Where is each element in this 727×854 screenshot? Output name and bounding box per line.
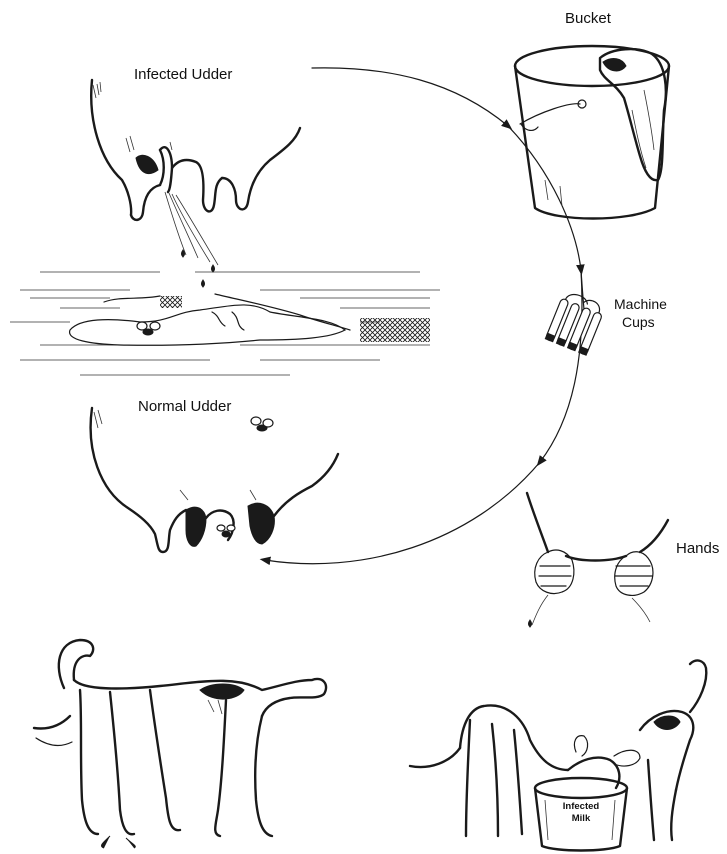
normal-udder-label: Normal Udder xyxy=(138,398,231,415)
machine-cups-label-line1: Machine xyxy=(614,296,667,312)
calves-sucking-illustration xyxy=(34,640,326,848)
floor-puddle xyxy=(10,272,440,375)
arrow-udder-to-bucket xyxy=(312,68,508,126)
hands-illustration xyxy=(527,493,668,627)
cycle-arrows xyxy=(265,68,585,564)
arrow-bucket-to-cups xyxy=(508,126,581,270)
hands-label: Hands xyxy=(676,540,719,557)
machine-cups-illustration xyxy=(545,290,606,356)
infected-udder-label: Infected Udder xyxy=(134,66,232,83)
infected-milk-label-line2: Milk xyxy=(556,814,606,825)
machine-cups-label-line2: Cups xyxy=(622,314,655,330)
normal-udder-illustration xyxy=(91,408,338,552)
bucket-label: Bucket xyxy=(565,10,611,27)
arrow-cups-to-hands xyxy=(540,270,582,462)
infected-udder-illustration xyxy=(91,80,300,287)
infected-milk-label-line1: Infected xyxy=(556,802,606,813)
bucket-illustration xyxy=(515,46,669,219)
arrow-hands-to-normal-udder xyxy=(265,462,540,564)
